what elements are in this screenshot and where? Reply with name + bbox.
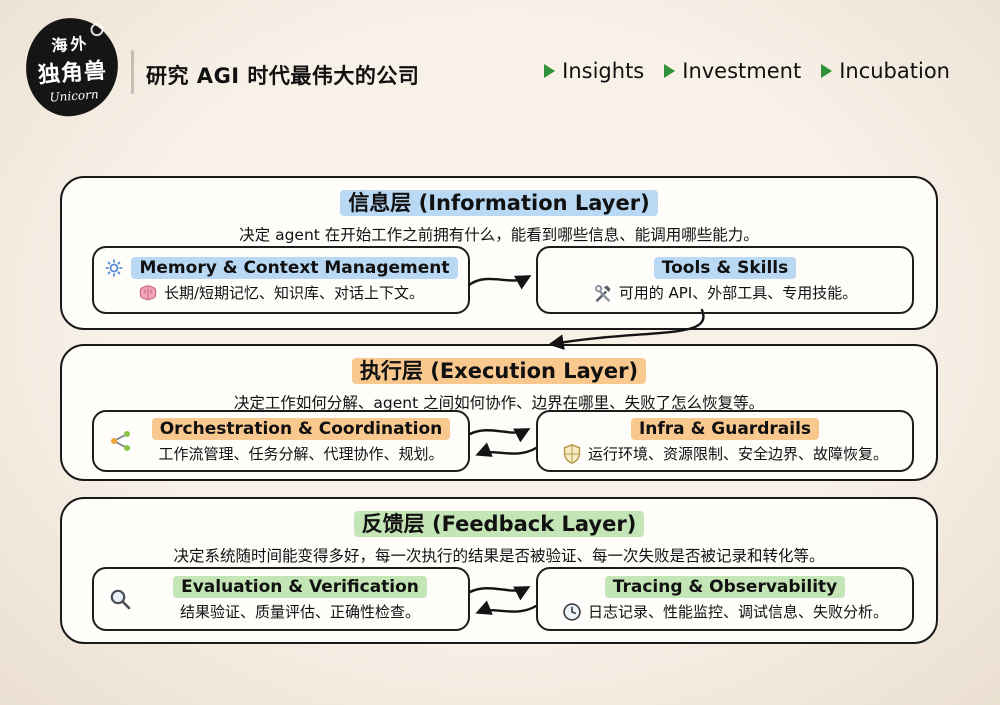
nav-item-insights[interactable]: Insights: [544, 59, 644, 83]
workflow-icon: [108, 428, 134, 454]
triangle-bullet-icon: [544, 64, 556, 78]
card-desc-row: 工作流管理、任务分解、代理协作、规划。: [158, 443, 443, 464]
layer-title-text: 信息层 (Information Layer): [340, 190, 658, 216]
feedback-layer-title: 反馈层 (Feedback Layer): [62, 508, 936, 538]
nav-label-incubation: Incubation: [839, 59, 950, 83]
card-desc-text: 结果验证、质量评估、正确性检查。: [179, 603, 420, 621]
orchestration-card: Orchestration & Coordination 工作流管理、任务分解、…: [92, 410, 470, 472]
card-title-text: Memory & Context Management: [131, 257, 458, 279]
layer-title-text: 反馈层 (Feedback Layer): [353, 511, 645, 537]
card-title-row: Orchestration & Coordination: [151, 418, 451, 440]
brand-logo[interactable]: 海外 独角兽 Unicorn: [22, 14, 122, 120]
logo-text-line2: 独角兽: [37, 58, 108, 89]
feedback-layer-panel: 反馈层 (Feedback Layer) 决定系统随时间能变得多好，每一次执行的…: [60, 497, 938, 644]
card-desc-row: 运行环境、资源限制、安全边界、故障恢复。: [562, 443, 888, 465]
nav-label-investment: Investment: [682, 59, 802, 83]
card-title-text: Tracing & Observability: [604, 576, 846, 598]
card-desc-row: 日志记录、性能监控、调试信息、失败分析。: [562, 601, 888, 622]
card-title-text: Evaluation & Verification: [173, 576, 427, 598]
information-layer-panel: 信息层 (Information Layer) 决定 agent 在开始工作之前…: [60, 176, 938, 330]
card-desc-row: 长期/短期记忆、知识库、对话上下文。: [138, 282, 424, 303]
header-divider: [131, 50, 134, 94]
shield-icon: [562, 443, 582, 465]
card-title-row: Tools & Skills: [653, 257, 797, 279]
card-title-row: Memory & Context Management: [104, 257, 458, 279]
card-title-row: Tracing & Observability: [604, 576, 846, 598]
evaluation-card: Evaluation & Verification 结果验证、质量评估、正确性检…: [92, 567, 470, 631]
layer-title-text: 执行层 (Execution Layer): [351, 358, 647, 384]
logo-text-line1: 海外: [50, 33, 91, 56]
memory-context-card: Memory & Context Management 长期/短期记忆、知识库、…: [92, 246, 470, 314]
header-tagline: 研究 AGI 时代最伟大的公司: [146, 64, 420, 88]
tools-skills-card: Tools & Skills 可用的 API、外部工具、专用技能。: [536, 246, 914, 314]
feedback-layer-subtitle: 决定系统随时间能变得多好，每一次执行的结果是否被验证、每一次失败是否被记录和转化…: [173, 547, 825, 565]
card-desc-text: 长期/短期记忆、知识库、对话上下文。: [163, 284, 425, 302]
execution-layer-title: 执行层 (Execution Layer): [62, 355, 936, 385]
card-desc-text: 可用的 API、外部工具、专用技能。: [618, 284, 858, 302]
tracing-card: Tracing & Observability 日志记录、性能监控、调试信息、失…: [536, 567, 914, 631]
execution-layer-panel: 执行层 (Execution Layer) 决定工作如何分解、agent 之间如…: [60, 344, 938, 481]
card-desc-text: 运行环境、资源限制、安全边界、故障恢复。: [587, 445, 888, 463]
card-title-text: Orchestration & Coordination: [151, 418, 451, 440]
card-title-text: Infra & Guardrails: [630, 417, 820, 440]
bidirectional-arrows-icon: [468, 586, 538, 615]
header-nav: Insights Investment Incubation: [544, 59, 950, 83]
clock-icon: [562, 602, 582, 622]
nav-item-incubation[interactable]: Incubation: [821, 59, 950, 83]
execution-layer-subtitle: 决定工作如何分解、agent 之间如何协作、边界在哪里、失败了怎么恢复等。: [233, 394, 765, 412]
nav-label-insights: Insights: [562, 59, 645, 83]
brain-icon: [138, 284, 158, 302]
triangle-bullet-icon: [821, 64, 833, 78]
triangle-bullet-icon: [664, 64, 676, 78]
card-title-row: Infra & Guardrails: [630, 417, 820, 440]
card-title-row: Evaluation & Verification: [173, 576, 427, 598]
infra-guardrails-card: Infra & Guardrails 运行环境、资源限制、安全边界、故障恢复。: [536, 410, 914, 472]
tools-icon: [593, 283, 613, 303]
logo-script-text: Unicorn: [49, 87, 99, 105]
card-title-text: Tools & Skills: [653, 257, 797, 279]
nav-item-investment[interactable]: Investment: [664, 59, 801, 83]
gear-icon: [104, 258, 124, 278]
card-desc-text: 日志记录、性能监控、调试信息、失败分析。: [587, 603, 888, 621]
card-desc-text: 工作流管理、任务分解、代理协作、规划。: [158, 445, 444, 463]
information-layer-subtitle: 决定 agent 在开始工作之前拥有什么，能看到哪些信息、能调用哪些能力。: [239, 226, 759, 244]
bidirectional-arrows-icon: [468, 428, 538, 457]
magnifier-icon: [108, 587, 132, 611]
card-desc-row: 结果验证、质量评估、正确性检查。: [180, 601, 420, 622]
information-layer-title: 信息层 (Information Layer): [62, 187, 936, 217]
card-desc-row: 可用的 API、外部工具、专用技能。: [593, 282, 858, 303]
arrow-right-icon: [467, 275, 532, 290]
